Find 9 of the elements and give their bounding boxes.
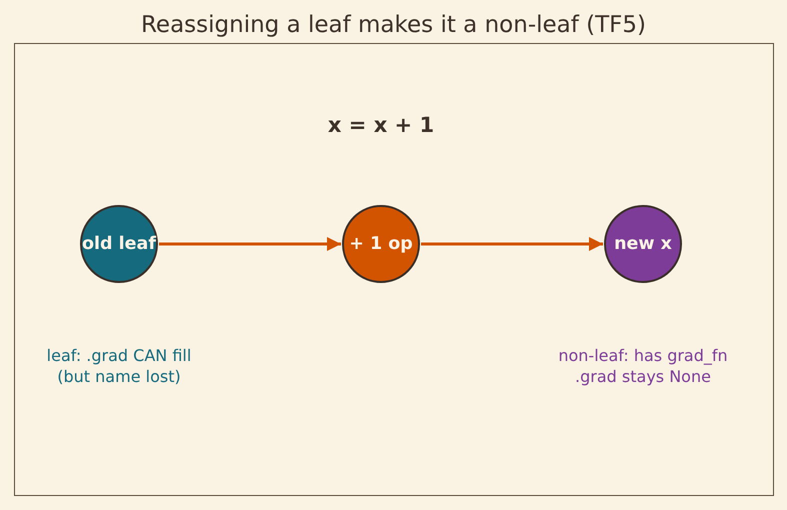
formula-label: x = x + 1 bbox=[328, 112, 434, 139]
diagram-title: Reassigning a leaf makes it a non-leaf (TF5) bbox=[140, 11, 648, 40]
node-label: old leaf bbox=[82, 233, 156, 255]
node-label: + 1 op bbox=[349, 233, 413, 255]
note-text: non-leaf: has grad_fn .grad stays None bbox=[557, 345, 729, 387]
arrow bbox=[159, 237, 341, 251]
node-label: new x bbox=[614, 233, 672, 255]
arrow bbox=[421, 237, 603, 251]
note-text: leaf: .grad CAN fill (but name lost) bbox=[46, 345, 192, 387]
